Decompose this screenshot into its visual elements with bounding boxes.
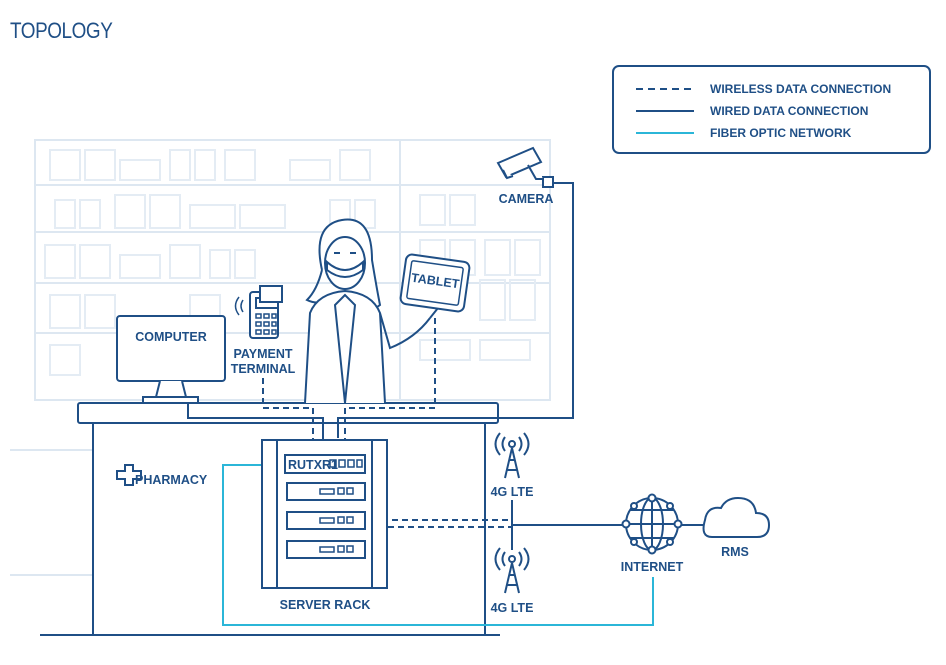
payment-terminal-label-line2: TERMINAL [231, 362, 296, 376]
pharmacy-label: PHARMACY [135, 473, 208, 487]
tablet-label: TABLET [410, 271, 460, 292]
payment-terminal-label-line1: PAYMENT [233, 347, 292, 361]
payment-terminal-icon [234, 285, 283, 339]
internet-label: INTERNET [621, 560, 684, 574]
lte-tower-top-icon [494, 432, 530, 479]
background-shelves [10, 139, 551, 576]
lte-tower-bottom-icon [494, 547, 530, 594]
legend-wired-label: WIRED DATA CONNECTION [710, 104, 868, 118]
camera-label: CAMERA [499, 192, 554, 206]
computer-label: COMPUTER [135, 330, 207, 344]
router-label: RUTXR1 [288, 458, 338, 472]
legend: WIRELESS DATA CONNECTION WIRED DATA CONN… [612, 65, 931, 154]
globe-icon [621, 493, 683, 555]
lte-top-label: 4G LTE [491, 485, 534, 499]
camera-icon [496, 146, 554, 188]
tablet-icon: TABLET [399, 253, 471, 313]
wired-connections [187, 182, 704, 550]
lte-bottom-label: 4G LTE [491, 601, 534, 615]
legend-wireless-label: WIRELESS DATA CONNECTION [710, 82, 891, 96]
server-rack [261, 439, 388, 589]
legend-fiber-label: FIBER OPTIC NETWORK [710, 126, 852, 140]
pharmacy-cross-icon [116, 464, 142, 486]
server-rack-label: SERVER RACK [280, 598, 371, 612]
page-title: TOPOLOGY [10, 18, 113, 43]
pharmacy-sign: PHARMACY [116, 464, 208, 487]
pharmacist-figure [304, 218, 439, 404]
computer-monitor-icon [116, 315, 226, 382]
computer [116, 315, 226, 404]
router-unit [284, 454, 366, 474]
fiber-connection [222, 464, 654, 626]
rack-unit-1 [286, 482, 366, 501]
rack-unit-3 [286, 540, 366, 559]
rms-label: RMS [721, 545, 749, 559]
rack-unit-2 [286, 511, 366, 530]
cloud-icon [702, 496, 771, 538]
